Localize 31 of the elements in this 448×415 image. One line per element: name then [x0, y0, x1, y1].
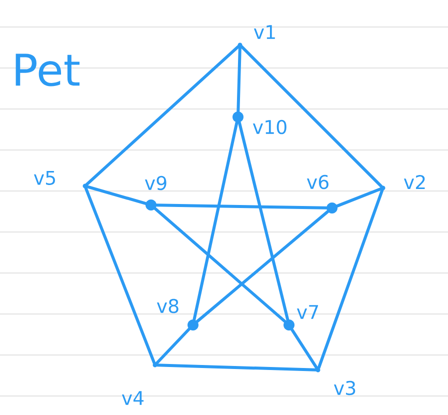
- vertex-dot: [188, 320, 198, 330]
- edge-line: [85, 45, 240, 186]
- vertex-label: v5: [34, 170, 55, 186]
- vertex-label: v4: [122, 391, 144, 405]
- edge-line: [155, 204, 328, 210]
- vertex-label: v3: [334, 380, 356, 396]
- vertex-label: v7: [296, 305, 318, 319]
- edge-line: [290, 328, 318, 370]
- vertex-dot: [326, 202, 338, 214]
- edge-line: [156, 364, 318, 372]
- vertex-label: v1: [254, 25, 275, 39]
- vertex-label: v9: [144, 176, 166, 190]
- title: Pet: [16, 54, 80, 86]
- edge-line: [236, 46, 242, 113]
- edge-line: [84, 186, 156, 364]
- edge-line: [196, 210, 330, 323]
- edge-line: [155, 328, 191, 365]
- vertex-dot: [232, 112, 244, 122]
- edge-line: [192, 121, 238, 321]
- vertex-dot: [284, 320, 294, 330]
- edge-line: [336, 187, 382, 208]
- vertex-label: v6: [306, 174, 328, 190]
- vertex-label: v2: [404, 174, 425, 190]
- vertex-label: v10: [252, 120, 286, 134]
- vertex-dot: [146, 200, 156, 210]
- vertex-label: v8: [156, 298, 178, 314]
- edge-line: [154, 207, 286, 323]
- edge-line: [238, 121, 290, 321]
- edge-line: [240, 45, 383, 188]
- edge-line: [317, 188, 384, 370]
- edge-line: [86, 185, 148, 205]
